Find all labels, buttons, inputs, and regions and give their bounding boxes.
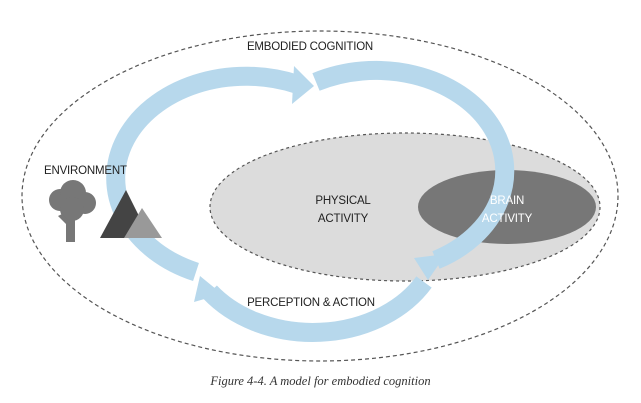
physical-activity-label-line2: ACTIVITY	[318, 213, 369, 225]
brain-activity-label-line1: BRAIN	[490, 195, 524, 207]
perception-action-cycle	[106, 60, 515, 342]
brain-activity-label-line2: ACTIVITY	[482, 213, 533, 225]
embodied-cognition-ellipse	[21, 30, 619, 362]
cycle-arc-top	[106, 66, 299, 282]
environment-label: ENVIRONMENT	[44, 165, 127, 177]
figure-caption: Figure 4-4. A model for embodied cogniti…	[210, 374, 431, 388]
cycle-arc-right	[312, 60, 515, 269]
embodied-cognition-label: EMBODIED COGNITION	[247, 41, 373, 53]
cycle-arrowhead-top	[292, 66, 314, 104]
cycle-arrowhead-right	[414, 254, 446, 280]
perception-action-label: PERCEPTION & ACTION	[247, 297, 375, 309]
mountains-icon	[100, 190, 162, 238]
tree-icon	[49, 180, 96, 242]
brain-activity-ellipse	[418, 170, 596, 244]
cycle-arrowhead-bottom	[194, 276, 222, 302]
physical-activity-label-line1: PHYSICAL	[315, 195, 371, 207]
cycle-arc-bottom	[203, 276, 432, 342]
